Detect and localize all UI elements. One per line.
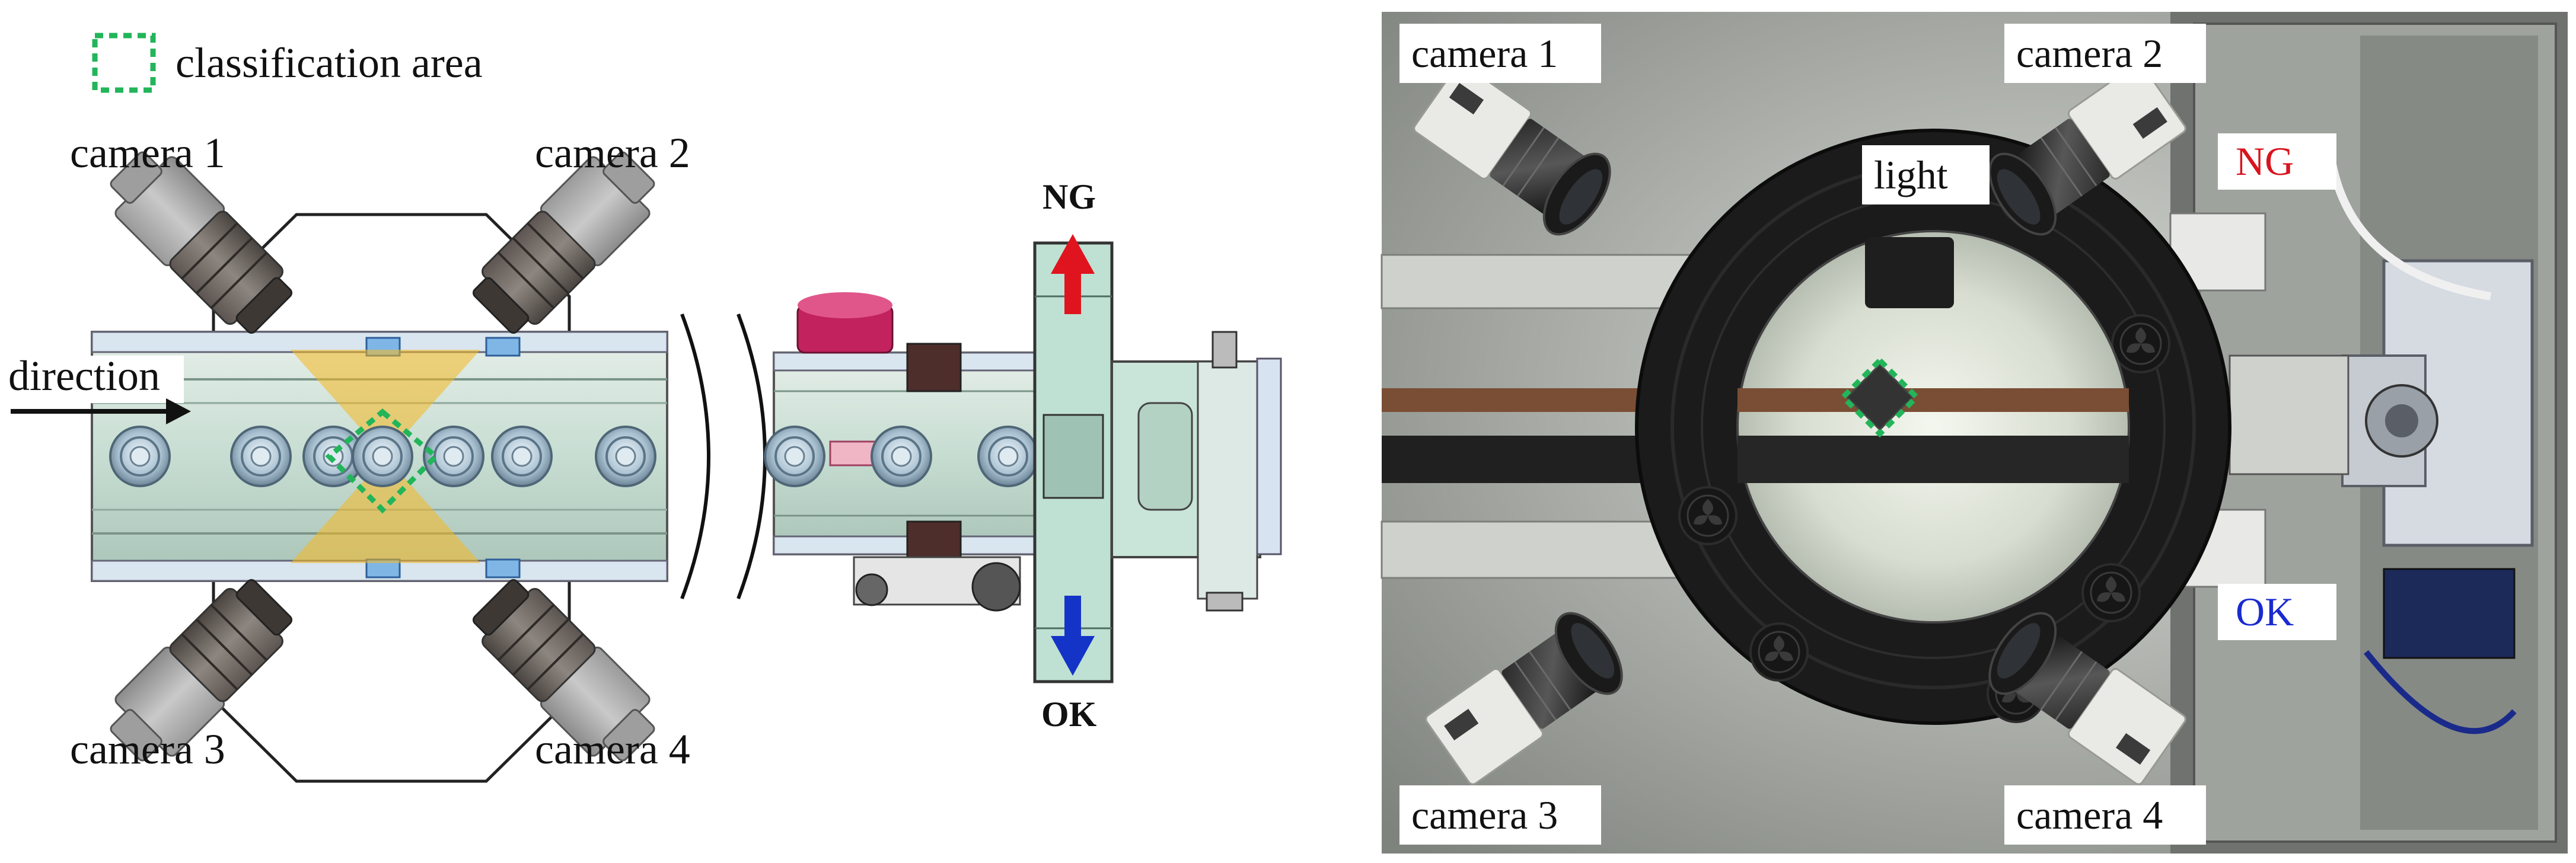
legend-label: classification area [176,39,483,87]
classification-area-marker [325,408,440,514]
photo-camera-1-label: camera 1 [1411,31,1558,76]
roller [595,426,656,487]
break-mark [680,313,710,600]
ring-light-aperture [1736,230,2130,624]
photo-ok-label: OK [2236,589,2294,634]
roller [977,426,1039,487]
roller [491,426,553,487]
photo-light-label: light [1874,152,1948,197]
photo-camera-4-tag [2004,785,2206,845]
photo-ng-label: NG [2236,139,2294,184]
break-mark [737,313,767,600]
legend-dotted-square-icon [92,33,156,93]
photo-camera-1-tag [1399,24,1601,83]
direction-arrowhead-icon [166,398,191,424]
photo-ok-tag [2218,584,2336,640]
roller [230,426,292,487]
roller [352,426,413,487]
ng-arrowhead-icon [1051,234,1095,274]
direction-label: direction [8,352,160,399]
ok-arrowhead-icon [1051,636,1095,676]
photo-camera-3-label: camera 3 [1411,792,1558,838]
photo-camera-2-label: camera 2 [2016,31,2163,76]
roller [871,426,932,487]
photo-camera-4-label: camera 4 [2016,792,2163,838]
ng-label: NG [1042,177,1096,216]
sorter-schematic: NG OK [764,177,1282,734]
ng-arrow [1064,273,1081,314]
camera-2-label: camera 2 [535,129,690,177]
ok-arrow [1064,596,1081,637]
roller [764,426,825,487]
photo-light-tag [1862,145,1990,204]
photo-camera-2-tag [2004,24,2206,83]
photo-classification-area-marker [1839,356,1921,438]
photo-ng-tag [2218,133,2336,190]
clip [485,337,521,357]
clip [485,558,521,578]
legend: classification area [92,33,483,93]
camera-4-label: camera 4 [535,725,690,773]
photo-panel: camera 1 camera 2 light NG OK camera 3 c… [1381,12,2568,854]
camera-1-label: camera 1 [70,129,225,177]
conveyor-schematic: direction camera 1 camera 2 camera 3 cam… [6,129,767,783]
ok-label: OK [1041,695,1097,734]
camera-3-label: camera 3 [70,725,225,773]
roller [109,426,171,487]
photo-camera-3-tag [1399,785,1601,845]
